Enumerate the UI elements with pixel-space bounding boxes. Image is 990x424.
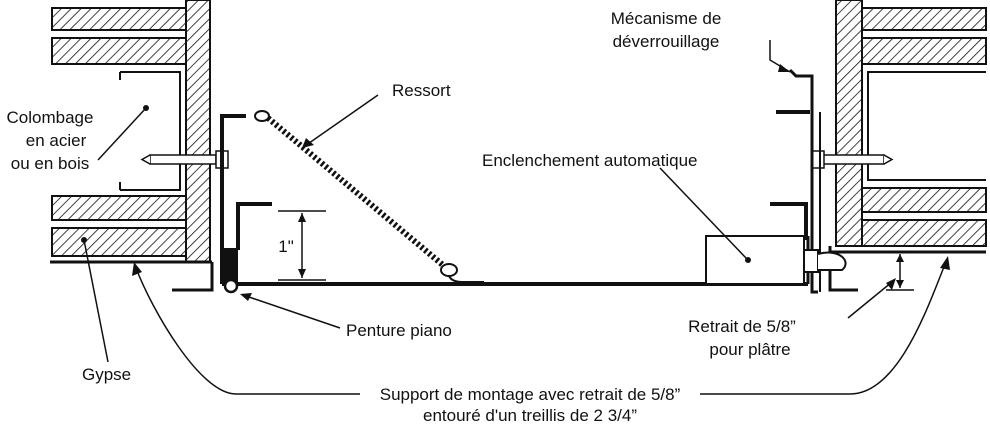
left-gypsum-bottom-1 [51, 195, 187, 221]
label-enclenchement: Enclenchement automatique [482, 151, 697, 170]
label-dimension-1in: 1" [278, 237, 294, 256]
label-gypse: Gypse [82, 365, 131, 384]
release-mechanism-rod [788, 68, 818, 294]
right-screw [821, 154, 885, 165]
label-ressort: Ressort [392, 81, 451, 100]
leader-lines [81, 40, 950, 395]
left-frame-return [172, 262, 214, 292]
leader-gypse [83, 239, 109, 363]
right-screw-head [811, 150, 825, 169]
auto-latch-block [705, 235, 805, 285]
latch-strike [817, 251, 847, 271]
right-gypsum-top-2 [861, 37, 987, 65]
leader-colombage [97, 107, 147, 161]
dimension-1in [278, 210, 326, 281]
spring [254, 110, 484, 283]
panel-left-edge [220, 114, 246, 284]
piano-hinge [223, 278, 239, 294]
label-colombage-2: en acier [26, 131, 87, 150]
right-gypsum-top-1 [861, 7, 987, 31]
label-colombage-1: Colombage [7, 108, 94, 127]
label-colombage-3: ou en bois [11, 154, 89, 173]
labels: Colombage en acier ou en bois Gypse Ress… [7, 9, 797, 424]
label-retrait-1: Retrait de 5/8” [688, 317, 796, 336]
label-support-2: entouré d'un treillis de 2 3/4” [423, 406, 637, 424]
spring-bottom-loop [440, 263, 458, 277]
label-mecanisme-1: Mécanisme de [611, 9, 722, 28]
right-gypsum-bottom-1 [861, 187, 987, 213]
panel-right-inner-return [770, 202, 808, 240]
panel-inner-return [236, 202, 272, 250]
dimension-recess [886, 251, 914, 291]
left-gypsum-bottom-2 [51, 227, 187, 257]
spring-coil [266, 115, 446, 269]
leader-ressort [301, 94, 379, 149]
latch-bolt [803, 249, 819, 273]
label-support-1: Support de montage avec retrait de 5/8” [380, 385, 681, 404]
left-gypsum-top-2 [51, 37, 187, 65]
left-wall [50, 0, 229, 292]
left-vertical-gypsum [185, 0, 211, 263]
leader-retrait [847, 281, 893, 319]
label-mecanisme-2: déverrouillage [613, 32, 720, 51]
right-stud [867, 71, 986, 181]
left-screw [149, 154, 217, 165]
label-retrait-2: pour plâtre [709, 340, 790, 359]
hinge-block [224, 248, 238, 284]
left-stud [120, 71, 181, 191]
leader-enclenchement [659, 167, 747, 259]
right-vertical-gypsum [835, 0, 863, 247]
left-gypsum-top-1 [51, 7, 187, 31]
right-gypsum-bottom-2 [861, 219, 987, 247]
leader-penture [245, 295, 341, 329]
leader-support-left [135, 267, 360, 395]
right-wall [811, 0, 987, 292]
door-panel [220, 68, 847, 294]
spring-top-loop [254, 110, 270, 122]
leader-support-right [700, 261, 947, 395]
label-penture: Penture piano [346, 321, 452, 340]
